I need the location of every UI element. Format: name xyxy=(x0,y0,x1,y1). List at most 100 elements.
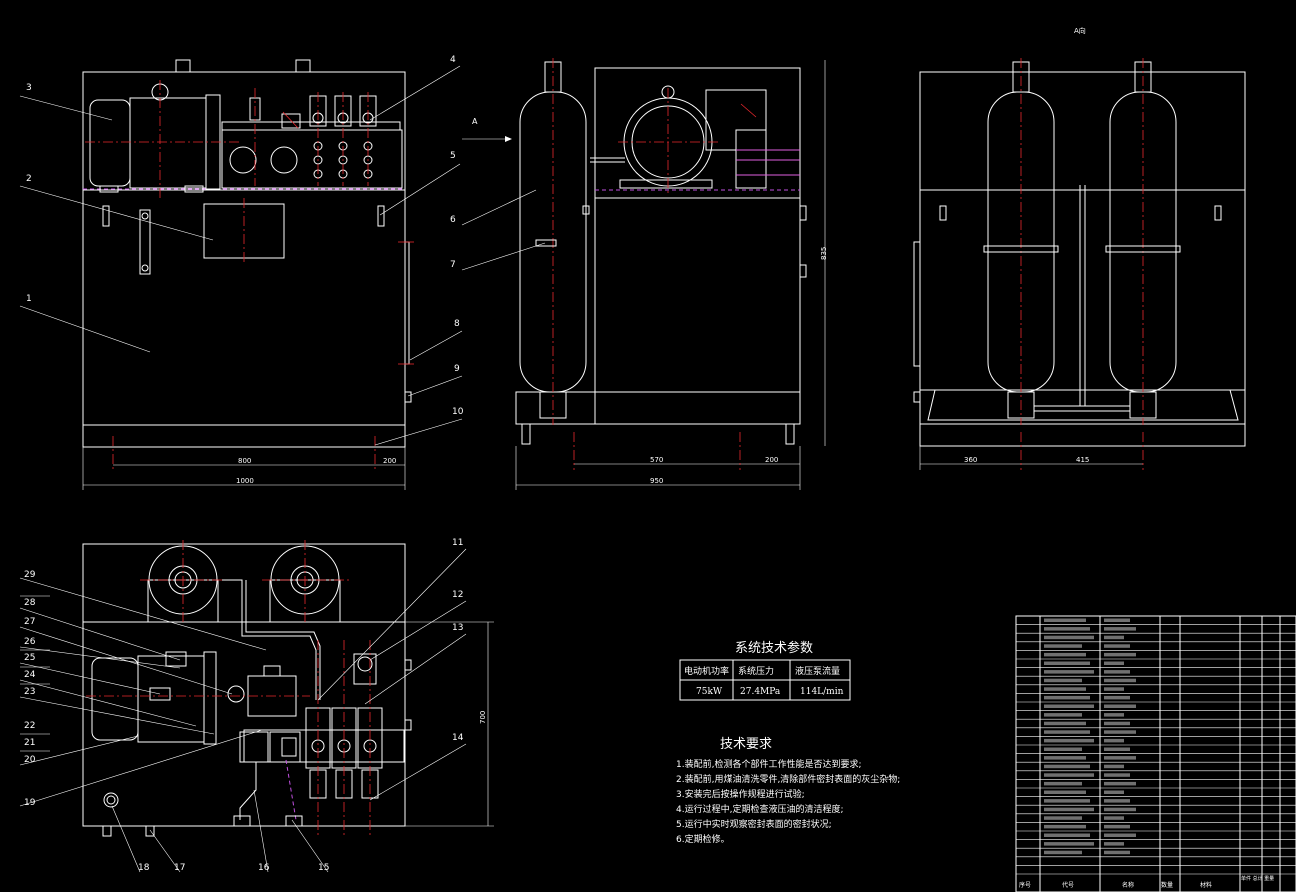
bom-name-mark xyxy=(1104,842,1124,846)
bom-code-mark xyxy=(1044,807,1094,812)
balloon-18: 18 xyxy=(138,863,150,873)
bom-code-mark xyxy=(1044,842,1094,846)
dim-side-b: 200 xyxy=(765,456,778,464)
bom-name-mark xyxy=(1104,635,1124,640)
tech-requirements: 技术要求 1.装配前,检测各个部件工作性能是否达到要求; 2.装配前,用煤油清洗… xyxy=(676,737,900,845)
bom-code-mark xyxy=(1044,704,1094,708)
bom-name-mark xyxy=(1104,618,1130,622)
bom-code-mark xyxy=(1044,756,1086,760)
requirement-2: 2.装配前,用煤油清洗零件,清除部件密封表面的灰尘杂物; xyxy=(676,773,900,785)
bom-name-mark xyxy=(1104,756,1136,760)
bom-code-mark xyxy=(1044,773,1094,777)
balloon-28: 28 xyxy=(24,598,36,608)
bom-code-mark xyxy=(1044,781,1082,786)
requirement-5: 5.运行中实时观察密封表面的密封状况; xyxy=(676,818,832,830)
dim-side-h: 835 xyxy=(820,247,828,260)
bom-code-mark xyxy=(1044,730,1090,734)
bom-name-mark xyxy=(1104,713,1124,717)
bom-footer-name: 名称 xyxy=(1122,881,1134,889)
balloon-11: 11 xyxy=(452,538,463,548)
bom-code-mark xyxy=(1044,635,1094,640)
params-header-1: 系统压力 xyxy=(738,665,774,677)
params-title: 系统技术参数 xyxy=(735,640,813,656)
requirement-3: 3.安装完后按操作规程进行试验; xyxy=(676,788,805,800)
balloon-1: 1 xyxy=(26,294,32,304)
bom-name-mark xyxy=(1104,661,1124,665)
params-value-1: 27.4MPa xyxy=(740,687,781,697)
dim-top-h: 700 xyxy=(479,711,487,724)
requirement-1: 1.装配前,检测各个部件工作性能是否达到要求; xyxy=(676,758,861,770)
balloon-10: 10 xyxy=(452,407,464,417)
bom-code-mark xyxy=(1044,627,1090,631)
balloon-12: 12 xyxy=(452,590,463,600)
bom-code-mark xyxy=(1044,824,1086,829)
balloon-17: 17 xyxy=(174,863,185,873)
view-arrow-a: A xyxy=(472,117,478,126)
bom-code-mark xyxy=(1044,670,1094,674)
bom-code-mark xyxy=(1044,764,1090,769)
balloon-13: 13 xyxy=(452,623,463,633)
dim-side-a: 570 xyxy=(650,456,663,464)
bom-code-mark xyxy=(1044,644,1082,648)
params-value-2: 114L/min xyxy=(800,687,844,697)
bom-footer: 序号 代号 名称 数量 材料 单件 总计 重量 xyxy=(1019,875,1274,889)
bom-name-mark xyxy=(1104,721,1130,726)
end-view-a: A向 360 415 xyxy=(913,26,1246,470)
balloon-4: 4 xyxy=(450,55,456,65)
bom-name-mark xyxy=(1104,644,1130,648)
bom-code-mark xyxy=(1044,850,1082,855)
bom-name-mark xyxy=(1104,773,1130,777)
bom-footer-code: 代号 xyxy=(1062,881,1074,889)
balloon-21: 21 xyxy=(24,738,35,748)
view-label-a: A向 xyxy=(1074,26,1086,35)
bom-code-mark xyxy=(1044,816,1082,820)
bom-name-mark xyxy=(1104,695,1130,700)
dim-front-a: 800 xyxy=(238,457,251,465)
dim-end-b: 415 xyxy=(1076,456,1089,464)
bom-code-mark xyxy=(1044,652,1086,657)
left-balloon-column: 29 28 27 26 25 24 23 22 21 20 xyxy=(20,570,50,765)
system-params-table: 系统技术参数 电动机功率 系统压力 液压泵流量 75kW 27.4MPa 114… xyxy=(679,640,851,701)
bom-name-mark xyxy=(1104,807,1136,812)
bom-code-mark xyxy=(1044,721,1086,726)
dim-side-total: 950 xyxy=(650,477,663,485)
bom-name-mark xyxy=(1104,781,1136,786)
bom-code-mark xyxy=(1044,678,1082,683)
dim-end-a: 360 xyxy=(964,456,977,464)
requirements-title: 技术要求 xyxy=(720,737,772,752)
bom-name-mark xyxy=(1104,790,1124,794)
top-view: 700 11 12 13 14 15 16 17 18 19 29 28 27 xyxy=(19,538,494,873)
balloon-24: 24 xyxy=(24,670,36,680)
bom-code-mark xyxy=(1044,661,1090,665)
bom-name-mark xyxy=(1104,670,1130,674)
bom-code-mark xyxy=(1044,695,1090,700)
bom-footer-material: 材料 xyxy=(1200,881,1212,889)
bom-name-mark xyxy=(1104,833,1136,837)
balloon-26: 26 xyxy=(24,637,36,647)
bom-name-mark xyxy=(1104,652,1136,657)
bom-footer-seq: 序号 xyxy=(1019,881,1031,889)
bom-name-mark xyxy=(1104,730,1136,734)
params-header-2: 液压泵流量 xyxy=(795,665,840,677)
bom-code-mark xyxy=(1044,799,1090,803)
side-view: A 835 xyxy=(450,58,828,490)
balloon-2: 2 xyxy=(26,174,32,184)
bom-table: 序号 代号 名称 数量 材料 单件 总计 重量 xyxy=(1015,615,1296,892)
bom-code-mark xyxy=(1044,790,1086,794)
balloon-23: 23 xyxy=(24,687,35,697)
bom-name-mark xyxy=(1104,704,1136,708)
balloon-5: 5 xyxy=(450,151,456,161)
bom-code-mark xyxy=(1044,747,1082,751)
front-view: 800 200 1000 3 2 1 4 5 8 9 10 xyxy=(19,55,464,490)
balloon-29: 29 xyxy=(24,570,36,580)
bom-code-mark xyxy=(1044,618,1086,622)
params-value-0: 75kW xyxy=(696,687,723,697)
bom-name-mark xyxy=(1104,747,1130,751)
dim-front-b: 200 xyxy=(383,457,396,465)
balloon-7: 7 xyxy=(450,260,456,270)
bom-code-mark xyxy=(1044,687,1086,691)
balloon-6: 6 xyxy=(450,215,456,225)
bom-code-mark xyxy=(1044,833,1090,837)
